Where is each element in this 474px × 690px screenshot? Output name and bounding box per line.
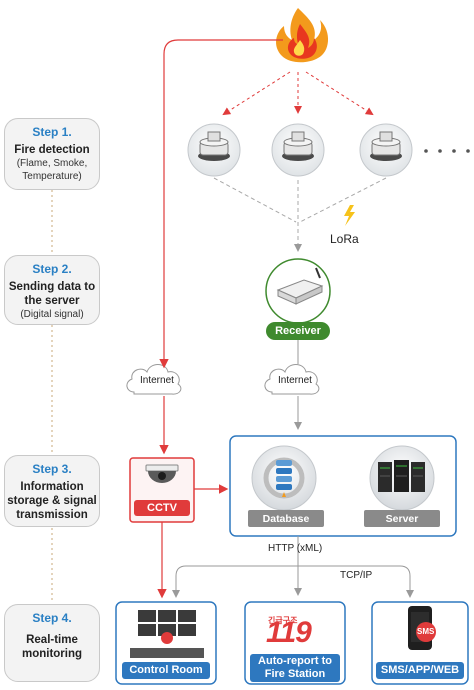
auto-report-label: Auto-report to Fire Station	[250, 654, 340, 682]
more-sensors-ellipsis	[424, 149, 470, 153]
sensor-3	[359, 123, 413, 177]
step-1-main: Fire detection	[14, 144, 90, 156]
phone-icon	[408, 606, 436, 650]
tcpip-label: TCP/IP	[340, 570, 373, 581]
fire-logo-119: 119	[266, 616, 312, 649]
fire-to-sensor1-arrow	[222, 71, 291, 116]
receiver-label: Receiver	[275, 325, 321, 337]
step-4-title: Step 4.	[32, 611, 72, 625]
control-room-label: Control Room	[122, 662, 210, 679]
sensor-2	[271, 123, 325, 177]
cctv-label: CCTV	[147, 502, 177, 514]
lora-label: LoRa	[330, 232, 359, 246]
server-label-bg	[364, 510, 440, 527]
step-3-title: Step 3.	[32, 462, 72, 476]
sensor1-to-receiver-line	[213, 177, 297, 223]
receiver-label-bg	[266, 322, 330, 340]
server-label: Server	[385, 513, 419, 525]
cctv-label-bg	[134, 500, 190, 516]
fire-to-internet-path	[159, 39, 283, 369]
http-label: HTTP (xML)	[268, 543, 323, 554]
fire-icon	[276, 8, 329, 63]
step-2-box: Step 2. Sending data to the server (Digi…	[4, 255, 100, 325]
cctv-camera-icon	[145, 464, 179, 483]
sms-app-web-label: SMS/APP/WEB	[376, 662, 464, 679]
step-1-box: Step 1. Fire detection (Flame, Smoke, Te…	[4, 118, 100, 190]
database-label: Database	[262, 513, 310, 525]
step-3-box: Step 3. Information storage & signal tra…	[4, 455, 100, 527]
step-2-sub: (Digital signal)	[20, 309, 84, 320]
step-3-main: Information storage & signal transmissio…	[7, 481, 97, 521]
control-room-icon	[130, 610, 204, 658]
server-to-control-room-arrow	[172, 565, 298, 598]
sensor-1	[187, 123, 241, 177]
phone-sms-text: SMS	[417, 627, 435, 636]
server-to-sms-arrow	[298, 565, 414, 598]
step-2-main: Sending data to the server	[8, 281, 96, 307]
fire-to-sensor3-arrow	[305, 71, 374, 116]
internet-left-label: Internet	[140, 375, 174, 386]
internet-cloud-right	[264, 364, 320, 395]
database-label-bg	[248, 510, 324, 527]
server-icon	[369, 445, 435, 511]
step-1-title: Step 1.	[32, 125, 72, 139]
fire-logo-small-text: 긴급구조	[268, 616, 298, 625]
internet-right-label: Internet	[278, 375, 312, 386]
sensor3-to-receiver-line	[299, 177, 387, 223]
step-2-title: Step 2.	[32, 262, 72, 276]
receiver-device	[265, 258, 331, 324]
lightning-icon	[344, 205, 355, 226]
step-4-box: Step 4. Real-time monitoring	[4, 604, 100, 682]
step-4-main: Real-time monitoring	[21, 634, 83, 660]
database-icon	[251, 445, 317, 511]
step-1-sub: (Flame, Smoke, Temperature)	[16, 158, 88, 182]
